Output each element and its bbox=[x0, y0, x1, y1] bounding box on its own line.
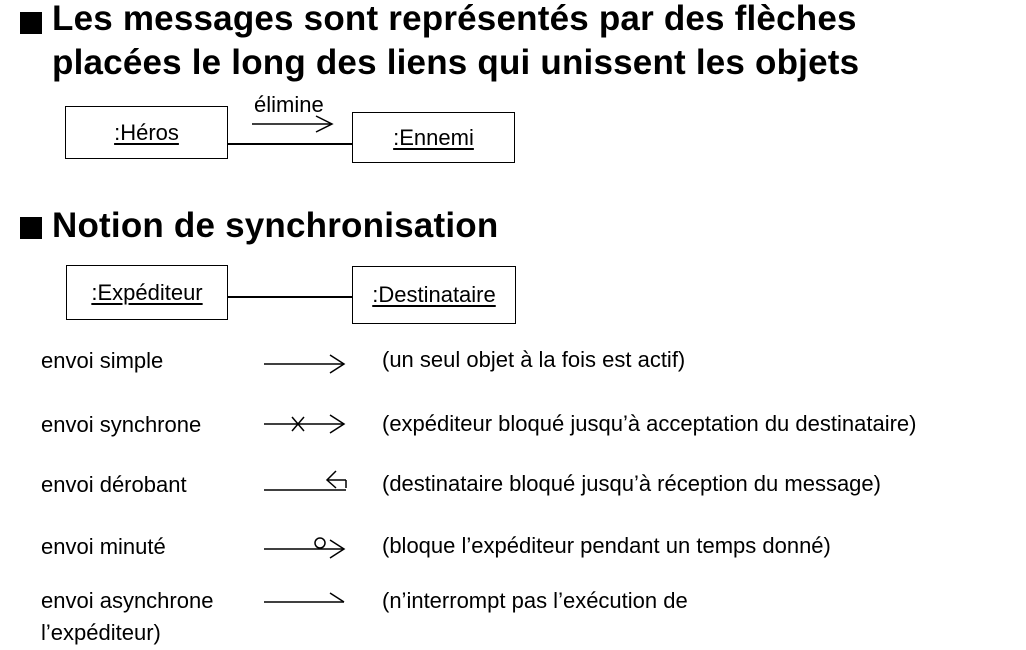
object-expediteur: :Expéditeur bbox=[66, 265, 228, 320]
synchronous-arrow-icon bbox=[264, 414, 346, 434]
sync-label-asynchrone: envoi asynchrone l’expéditeur) bbox=[41, 588, 214, 645]
object-heros-label: :Héros bbox=[114, 119, 179, 145]
object-destinataire-label: :Destinataire bbox=[372, 282, 496, 307]
object-heros: :Héros bbox=[65, 106, 228, 159]
sync-desc-synchrone: (expéditeur bloqué jusqu’à acceptation d… bbox=[382, 411, 917, 436]
message-arrow-icon bbox=[252, 115, 334, 133]
timeout-arrow-icon bbox=[264, 537, 346, 559]
object-expediteur-label: :Expéditeur bbox=[91, 279, 203, 305]
sync-label-synchrone: envoi synchrone bbox=[41, 412, 202, 437]
asynchronous-arrow-icon bbox=[264, 592, 345, 603]
heading-messages-line2: placées le long des liens qui unissent l… bbox=[52, 43, 860, 82]
bullet-square bbox=[20, 12, 42, 34]
sync-desc-derobant: (destinataire bloqué jusqu’à réception d… bbox=[382, 471, 881, 496]
object-ennemi-label: :Ennemi bbox=[393, 124, 474, 150]
simple-arrow-icon bbox=[264, 354, 346, 374]
link-heros-ennemi bbox=[228, 143, 352, 145]
link-expediteur-destinataire bbox=[228, 296, 352, 298]
sync-desc-simple: (un seul objet à la fois est actif) bbox=[382, 347, 686, 372]
heading-messages-line1: Les messages sont représentés par des fl… bbox=[52, 0, 857, 38]
sync-label-derobant: envoi dérobant bbox=[41, 472, 187, 497]
bullet-square bbox=[20, 217, 42, 239]
heading-synchronisation: Notion de synchronisation bbox=[52, 206, 499, 245]
sync-desc-asynchrone: (n’interrompt pas l’exécution de bbox=[382, 588, 688, 613]
object-ennemi: :Ennemi bbox=[352, 112, 515, 163]
message-label: élimine bbox=[254, 92, 324, 117]
sync-label-simple: envoi simple bbox=[41, 348, 164, 373]
object-destinataire: :Destinataire bbox=[352, 266, 516, 324]
sync-label-minute: envoi minuté bbox=[41, 534, 166, 559]
balking-arrow-icon bbox=[264, 470, 347, 491]
sync-desc-minute: (bloque l’expéditeur pendant un temps do… bbox=[382, 533, 831, 558]
